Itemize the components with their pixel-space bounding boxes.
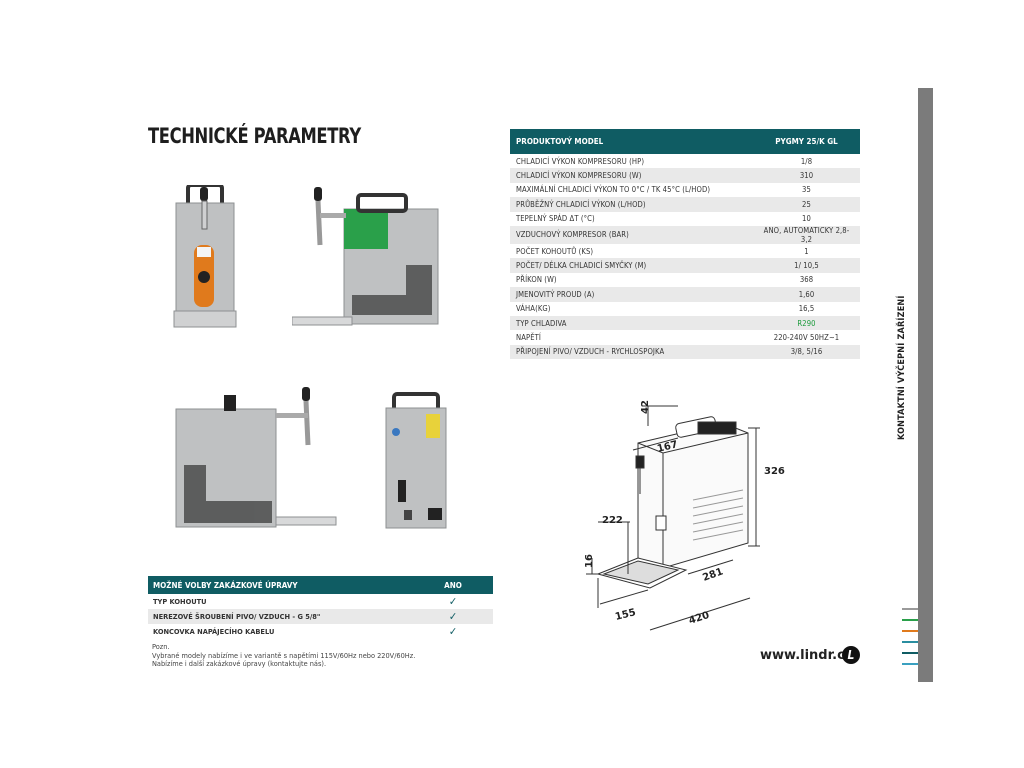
dimension-label: 420 xyxy=(688,610,711,627)
spec-value: 220-240V 50HZ~1 xyxy=(773,332,840,342)
spec-value: 3/8, 5/16 xyxy=(753,344,860,360)
table-row: VZDUCHOVÝ KOMPRESOR (BAR)ANO, AUTOMATICK… xyxy=(510,225,860,244)
spec-label: CHLADICÍ VÝKON KOMPRESORU (W) xyxy=(510,168,753,183)
spec-label: JMENOVITÝ PROUD (A) xyxy=(510,287,753,302)
color-stripe xyxy=(902,652,918,654)
specs-header-row: PRODUKTOVÝ MODEL PYGMY 25/K GL xyxy=(510,129,860,154)
footnote-line: Nabízíme i další zakázkové úpravy (konta… xyxy=(152,660,327,669)
spec-value: ANO, AUTOMATICKY 2,8-3,2 xyxy=(753,225,860,244)
spec-label: TEPELNÝ SPÁD ΔT (°C) xyxy=(516,214,595,224)
spec-label: POČET KOHOUTŮ (KS) xyxy=(516,246,594,256)
spec-label: PŘIPOJENÍ PIVO/ VZDUCH - RYCHLOSPOJKA xyxy=(510,344,753,360)
spec-value: 368 xyxy=(799,275,814,285)
table-row: MAXIMÁLNÍ CHLADICÍ VÝKON TO 0°C / TK 45°… xyxy=(510,183,860,197)
footnote-line: Vybrané modely nabízíme i ve variantě s … xyxy=(152,651,416,660)
footnote: Pozn. Vybrané modely nabízíme i ve varia… xyxy=(152,643,415,669)
spec-label: VÁHA(KG) xyxy=(516,304,551,314)
product-photo-front xyxy=(173,185,237,328)
table-row: POČET/ DÉLKA CHLADICÍ SMYČKY (M)1/ 10,5 xyxy=(510,258,860,273)
spec-label: VZDUCHOVÝ KOMPRESOR (BAR) xyxy=(510,225,753,244)
spec-value: 1/ 10,5 xyxy=(753,258,860,273)
spec-label: PRŮBĚŽNÝ CHLADICÍ VÝKON (L/HOD) xyxy=(510,197,753,212)
dimension-label: 155 xyxy=(614,607,637,623)
table-row: PŘÍKON (W) 368 xyxy=(510,273,860,287)
table-row: PRŮBĚŽNÝ CHLADICÍ VÝKON (L/HOD)25 xyxy=(510,197,860,212)
footnote-line: Pozn. xyxy=(152,643,170,651)
color-stripe xyxy=(902,619,918,621)
spec-label: NAPĚTÍ xyxy=(516,332,542,342)
spec-value: 1/8 xyxy=(800,156,813,166)
dimension-label: 16 xyxy=(584,554,595,568)
specs-header-label: PRODUKTOVÝ MODEL xyxy=(510,129,753,154)
option-label: TYP KOHOUTU xyxy=(153,597,207,606)
dimension-label: 222 xyxy=(602,515,623,526)
spec-label: MAXIMÁLNÍ CHLADICÍ VÝKON TO 0°C / TK 45°… xyxy=(516,185,711,195)
product-photo-back-side xyxy=(175,387,337,528)
table-row: CHLADICÍ VÝKON KOMPRESORU (W)310 xyxy=(510,168,860,183)
page-title: TECHNICKÉ PARAMETRY xyxy=(148,124,361,148)
color-stripe xyxy=(902,663,918,665)
table-row: POČET KOHOUTŮ (KS) 1 xyxy=(510,244,860,258)
side-label: KONTAKTNÍ VÝČEPNÍ ZAŘÍZENÍ xyxy=(897,295,907,440)
options-header-label: MOŽNÉ VOLBY ZAKÁZKOVÉ ÚPRAVY xyxy=(148,576,413,594)
dimension-label: 42 xyxy=(640,400,651,414)
spec-value: 1,60 xyxy=(753,287,860,302)
option-label: KONCOVKA NAPÁJECÍHO KABELU xyxy=(153,627,275,636)
table-row: TYP KOHOUTU ✓ xyxy=(148,594,493,609)
table-row: JMENOVITÝ PROUD (A)1,60 xyxy=(510,287,860,302)
spec-value: 310 xyxy=(753,168,860,183)
spec-value: 35 xyxy=(802,185,811,195)
table-row: KONCOVKA NAPÁJECÍHO KABELU ✓ xyxy=(148,624,493,639)
spec-value: 16,5 xyxy=(798,304,815,314)
spec-label: CHLADICÍ VÝKON KOMPRESORU (HP) xyxy=(516,156,645,166)
color-stripe xyxy=(902,608,918,610)
table-row: NEREZOVÉ ŠROUBENÍ PIVO/ VZDUCH - G 5/8"✓ xyxy=(148,609,493,624)
spec-label: PŘÍKON (W) xyxy=(516,275,557,285)
spec-value: 10 xyxy=(802,214,811,224)
table-row: CHLADICÍ VÝKON KOMPRESORU (HP) 1/8 xyxy=(510,154,860,168)
option-label: NEREZOVÉ ŠROUBENÍ PIVO/ VZDUCH - G 5/8" xyxy=(148,609,413,624)
product-photo-rear xyxy=(385,392,447,529)
options-table: MOŽNÉ VOLBY ZAKÁZKOVÉ ÚPRAVY ANO TYP KOH… xyxy=(148,576,493,639)
dimension-label: 167 xyxy=(656,439,679,455)
product-photo-side xyxy=(292,187,439,326)
sidebar-bar xyxy=(918,88,933,682)
specs-table: PRODUKTOVÝ MODEL PYGMY 25/K GL CHLADICÍ … xyxy=(510,129,860,360)
spec-value: 25 xyxy=(753,197,860,212)
spec-value: 1 xyxy=(804,246,809,256)
dimension-drawing: 42 167 326 222 16 281 155 420 xyxy=(584,400,785,631)
color-stripe xyxy=(902,641,918,643)
dimension-label: 326 xyxy=(764,466,785,477)
spec-label: POČET/ DÉLKA CHLADICÍ SMYČKY (M) xyxy=(510,258,753,273)
check-icon: ✓ xyxy=(448,625,458,638)
color-stripe xyxy=(902,630,918,632)
check-icon: ✓ xyxy=(448,595,458,608)
specs-header-value: PYGMY 25/K GL xyxy=(753,129,860,154)
spec-value: R290 xyxy=(753,315,860,331)
spec-label: TYP CHLADIVA xyxy=(510,315,753,331)
website-link[interactable]: www.lindr.cz xyxy=(760,648,853,663)
options-header-row: MOŽNÉ VOLBY ZAKÁZKOVÉ ÚPRAVY ANO xyxy=(148,576,493,594)
table-row: NAPĚTÍ 220-240V 50HZ~1 xyxy=(510,330,860,344)
check-icon: ✓ xyxy=(413,609,493,624)
options-header-value: ANO xyxy=(413,576,493,594)
table-row: VÁHA(KG) 16,5 xyxy=(510,302,860,316)
lindr-logo: L xyxy=(842,646,860,664)
table-row: TEPELNÝ SPÁD ΔT (°C) 10 xyxy=(510,212,860,226)
